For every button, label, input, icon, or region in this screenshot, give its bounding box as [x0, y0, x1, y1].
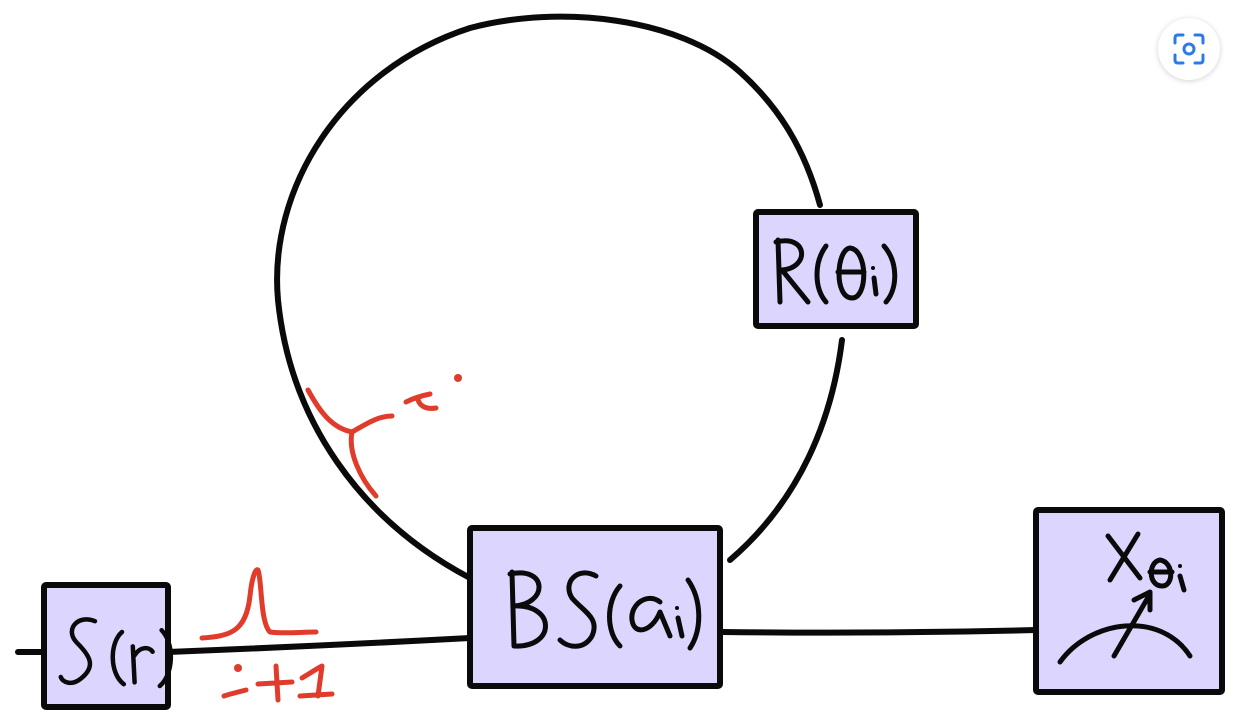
output-pulse-plus — [255, 663, 295, 703]
source-to-bs-wire — [165, 635, 473, 655]
meter-dial-icon — [1057, 623, 1193, 665]
scan-lens-button[interactable] — [1158, 18, 1220, 80]
output-pulse-index-dot — [234, 664, 242, 672]
source-box[interactable] — [41, 582, 174, 710]
output-pulse-one — [297, 663, 335, 699]
output-pulse-index-i — [221, 687, 249, 699]
beam-splitter-label: BS(αi) — [595, 689, 599, 691]
rotation-box-frame — [753, 209, 919, 329]
measurement-box-frame — [1033, 507, 1225, 695]
scan-lens-icon-strokes — [1173, 33, 1205, 65]
measurement-box-handwriting — [1105, 531, 1187, 593]
source-box-frame — [41, 582, 171, 710]
measurement-box[interactable] — [1033, 507, 1225, 695]
bs-to-measurement-wire — [719, 627, 1039, 636]
loop-mode-label: i — [420, 419, 421, 421]
loop-mode-index-mark — [403, 391, 439, 411]
loop-pulse-mark — [305, 387, 395, 499]
loop-wire-upper — [274, 13, 823, 581]
output-pulse-annotation — [199, 567, 335, 703]
beam-splitter-frame — [467, 525, 723, 689]
loop-mode-dot — [454, 374, 462, 382]
loop-wire-lower — [727, 337, 845, 563]
beam-splitter-handwriting — [507, 569, 702, 651]
source-box-handwriting — [58, 617, 174, 689]
loop-mode-annotation — [305, 374, 462, 499]
scan-lens-icon — [1173, 33, 1205, 65]
output-pulse-mark — [199, 567, 319, 641]
rotation-box[interactable] — [753, 209, 919, 329]
meter-needle-icon — [1111, 589, 1153, 659]
beam-splitter-box[interactable] — [467, 525, 723, 689]
rotation-box-handwriting — [773, 237, 898, 305]
